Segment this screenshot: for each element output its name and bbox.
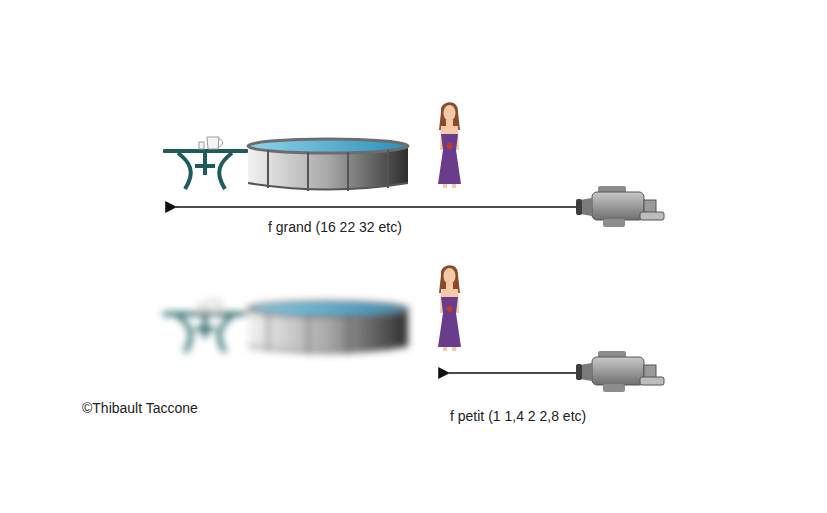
focus-arrow bbox=[449, 372, 576, 374]
aperture-label: f grand (16 22 32 etc) bbox=[268, 219, 402, 236]
camera-icon bbox=[576, 186, 664, 227]
blurred-background bbox=[163, 300, 408, 354]
woman-figure bbox=[438, 102, 461, 188]
aperture-label: f petit (1 1,4 2 2,8 etc) bbox=[450, 408, 586, 425]
table-sharp bbox=[163, 137, 248, 189]
focus-arrow bbox=[176, 206, 576, 208]
pool-sharp bbox=[248, 139, 408, 191]
camera-icon bbox=[576, 351, 664, 392]
woman-figure bbox=[438, 265, 461, 351]
copyright-note: ©Thibault Taccone bbox=[82, 400, 198, 417]
